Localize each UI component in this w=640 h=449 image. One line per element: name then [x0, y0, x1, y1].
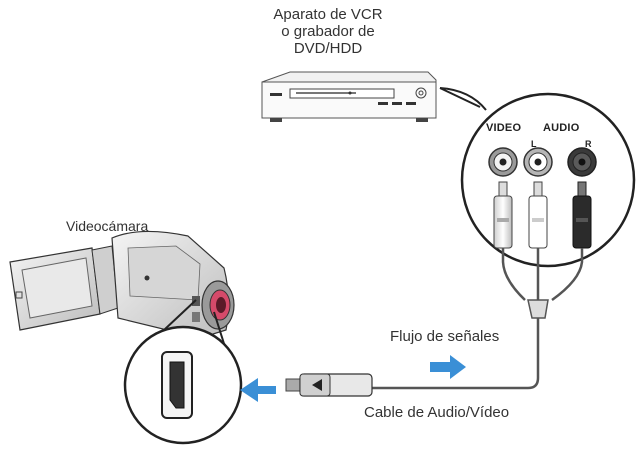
- audio-right-jack: [567, 147, 597, 177]
- video-jack: [488, 147, 518, 177]
- jack-right-label: R: [585, 139, 592, 149]
- jack-video-label: VIDEO: [486, 122, 522, 134]
- signal-flow-arrow-icon: [430, 355, 466, 379]
- vcr-label-line-3: DVD/HDD: [293, 40, 363, 57]
- camcorder-label: Videocámara: [66, 218, 149, 234]
- vcr-device-label: Aparato de VCR o grabador de DVD/HDD: [228, 6, 428, 57]
- plug-direction-arrow-icon: [240, 378, 276, 402]
- av-cable-wires: [370, 248, 584, 390]
- video-plug: [493, 181, 513, 249]
- audio-left-jack: [523, 147, 553, 177]
- signal-flow-label: Flujo de señales: [390, 328, 500, 345]
- av-port-icon: [161, 351, 193, 419]
- vcr-label-line-1: Aparato de VCR: [273, 6, 383, 23]
- camcorder-plug: [285, 373, 373, 397]
- jack-left-label: L: [531, 139, 537, 149]
- cable-label: Cable de Audio/Vídeo: [364, 404, 510, 421]
- camcorder: [9, 230, 235, 339]
- vcr-label-line-2: o grabador de: [281, 23, 375, 40]
- audio-left-plug: [528, 181, 548, 249]
- jack-callout: [439, 87, 636, 268]
- port-callout: [123, 299, 243, 445]
- vcr-dvd-recorder: [261, 71, 437, 122]
- triangle-mark-icon: [312, 379, 322, 391]
- jack-audio-label: AUDIO: [543, 122, 580, 134]
